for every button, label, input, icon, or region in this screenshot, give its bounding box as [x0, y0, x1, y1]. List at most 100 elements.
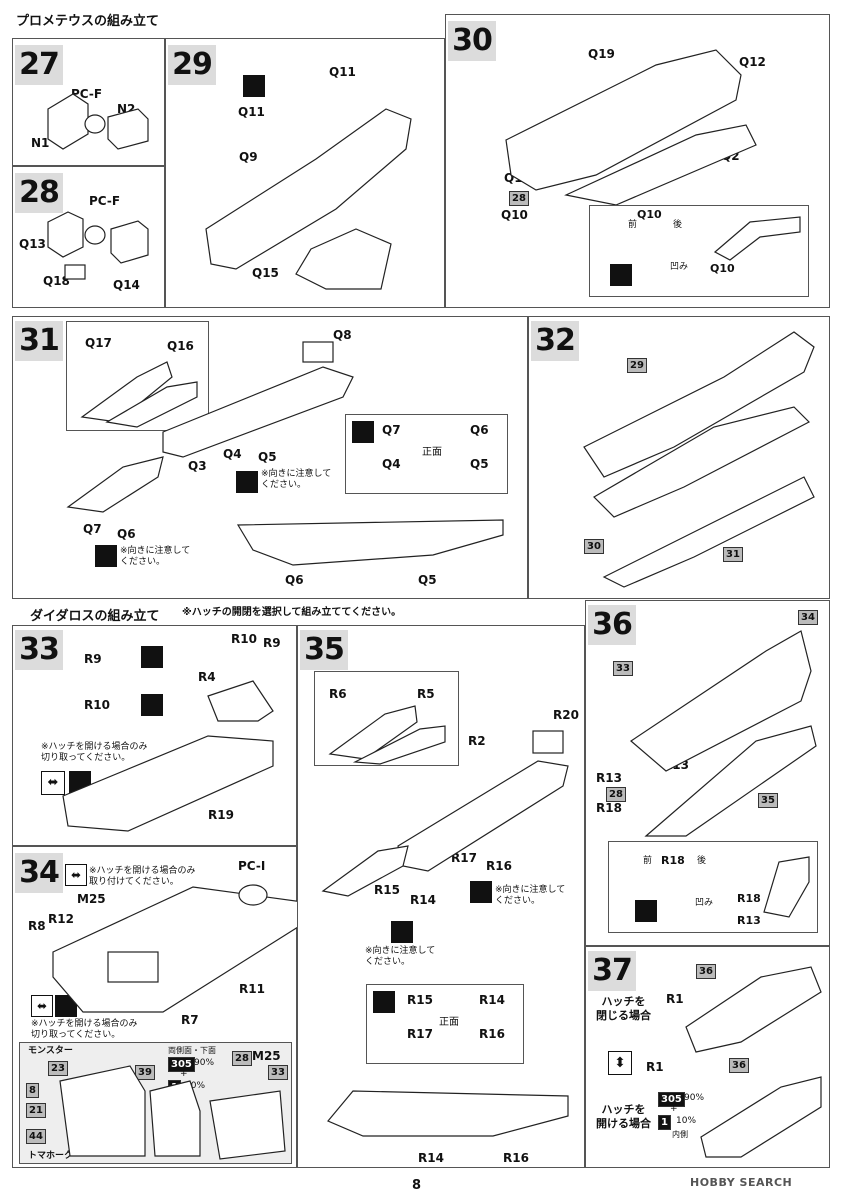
back-label: 後 — [697, 856, 707, 866]
step-35-panel: 35 R6 R5 R20 R2 R17 R16 R15 R14 ※向きに注意して… — [297, 625, 585, 1168]
paint-icon — [352, 421, 374, 443]
step-reference: 29 — [627, 358, 647, 373]
paint-code: 1 — [658, 1115, 671, 1130]
part-label: Q6 — [470, 423, 489, 437]
part-label: R15 — [374, 883, 400, 897]
hatch-open-icon: ⬌ — [41, 771, 65, 795]
paint-icon — [610, 264, 632, 286]
front-label: 前 — [628, 220, 638, 230]
step-number: 31 — [15, 321, 63, 361]
part-label: R20 — [553, 708, 579, 722]
part-label: PC-I — [238, 859, 266, 873]
part-drawing — [80, 361, 198, 428]
step-reference: 23 — [48, 1061, 68, 1076]
part-label: Q10 — [501, 208, 528, 222]
cut-icon — [141, 646, 163, 668]
step-reference: 30 — [584, 539, 604, 554]
step-reference: 28 — [232, 1051, 252, 1066]
part-label: Q5 — [470, 457, 489, 471]
paint-icon — [635, 900, 657, 922]
orientation-note: ※向きに注意して ください。 — [495, 885, 566, 906]
q10-detail-callout: 前 Q10 後 凹み Q10 — [589, 205, 809, 297]
q16-q17-callout: Q17 Q16 — [66, 321, 209, 431]
plus-sign: + — [670, 1104, 678, 1114]
part-drawing — [630, 630, 817, 837]
part-label: Q10 — [637, 208, 662, 221]
part-label: Q4 — [382, 457, 401, 471]
part-label: R6 — [329, 687, 347, 701]
paint-area-label: 両側面・下面 — [168, 1046, 216, 1055]
step-reference: 44 — [26, 1129, 46, 1144]
part-label: R10 — [84, 698, 110, 712]
front-label: 正面 — [439, 1017, 459, 1028]
part-label: M25 — [77, 892, 106, 906]
paint-ratio: 10% — [185, 1081, 206, 1091]
part-label: R18 — [661, 854, 685, 867]
step-reference: 36 — [696, 964, 716, 979]
front-label: 正面 — [422, 447, 442, 458]
paint-code: 305 — [168, 1057, 195, 1072]
step-37-panel: 37 36 ハッチを 閉じる場合 R1 ⬍ R1 36 305 90% + 1 … — [585, 946, 830, 1168]
part-label: R13 — [596, 771, 622, 785]
r14-r17-orientation-callout: R15 R14 正面 R17 R16 — [366, 984, 524, 1064]
orientation-note: ※向きに注意して ください。 — [365, 946, 436, 967]
part-label: R2 — [468, 734, 486, 748]
hatch-open-icon: ⬌ — [65, 864, 87, 886]
step-reference: 28 — [509, 191, 529, 206]
cut-icon — [141, 694, 163, 716]
part-label: N1 — [31, 136, 50, 150]
paint-icon — [470, 881, 492, 903]
section-title-prometheus: プロメテウスの組み立て — [16, 14, 160, 29]
part-label: Q7 — [382, 423, 401, 437]
step-number: 27 — [15, 45, 63, 85]
orientation-note: ※向きに注意して ください。 — [261, 469, 332, 490]
part-label: Q19 — [588, 47, 615, 61]
part-drawing — [59, 1065, 286, 1160]
part-label: R14 — [418, 1151, 444, 1165]
part-label: R16 — [503, 1151, 529, 1165]
paint-icon — [391, 921, 413, 943]
paint-icon — [236, 471, 258, 493]
step-number: 36 — [588, 605, 636, 645]
part-label: Q4 — [223, 447, 242, 461]
plus-sign: + — [180, 1069, 188, 1079]
hatch-open-label: ハッチを 開ける場合 — [596, 1103, 651, 1130]
part-label: Q14 — [113, 278, 140, 292]
part-label: R1 — [666, 992, 684, 1006]
step-number: 30 — [448, 21, 496, 61]
step-number: 34 — [15, 853, 63, 893]
part-label: Q12 — [739, 55, 766, 69]
back-label: 後 — [673, 220, 683, 230]
part-label: R19 — [208, 808, 234, 822]
part-label: Q5 — [418, 573, 437, 587]
step-32-panel: 32 29 30 31 — [528, 316, 830, 599]
step-reference: 36 — [729, 1058, 749, 1073]
part-label: Q9 — [239, 150, 258, 164]
part-drawing — [505, 49, 757, 206]
part-label: R16 — [479, 1027, 505, 1041]
step-36-panel: 36 34 33 R13 R13 28 R18 35 前 R18 後 凹み R1… — [585, 600, 830, 946]
step-33-panel: 33 R10 R9 R9 R10 R4 ※ハッチを開ける場合のみ 切り取ってくだ… — [12, 625, 297, 846]
part-label: R9 — [84, 652, 102, 666]
step-reference: 33 — [268, 1065, 288, 1080]
dent-label: 凹み — [670, 262, 689, 272]
step-reference: 39 — [135, 1065, 155, 1080]
part-label: Q8 — [333, 328, 352, 342]
step-number: 35 — [300, 630, 348, 670]
cut-icon — [243, 75, 265, 97]
step-reference: 28 — [606, 787, 626, 802]
step-reference: 8 — [26, 1083, 39, 1098]
weapon-paint-detail: モンスター 23 39 8 21 44 トマホーク 両側面・下面 305 90%… — [19, 1042, 292, 1164]
part-label: R18 — [737, 892, 761, 905]
part-label: R18 — [596, 801, 622, 815]
step-31-panel: 31 Q17 Q16 Q8 Q3 Q4 Q5 ※向きに注意して ください。 Q7… — [12, 316, 528, 599]
paint-icon — [373, 991, 395, 1013]
part-label: Q18 — [43, 274, 70, 288]
page-number: 8 — [412, 1178, 422, 1193]
part-drawing — [763, 856, 810, 918]
part-drawing — [52, 884, 304, 1013]
part-drawing — [62, 680, 274, 832]
part-label: Q11 — [238, 105, 265, 119]
part-label: Q13 — [19, 237, 46, 251]
part-label: Q7 — [83, 522, 102, 536]
